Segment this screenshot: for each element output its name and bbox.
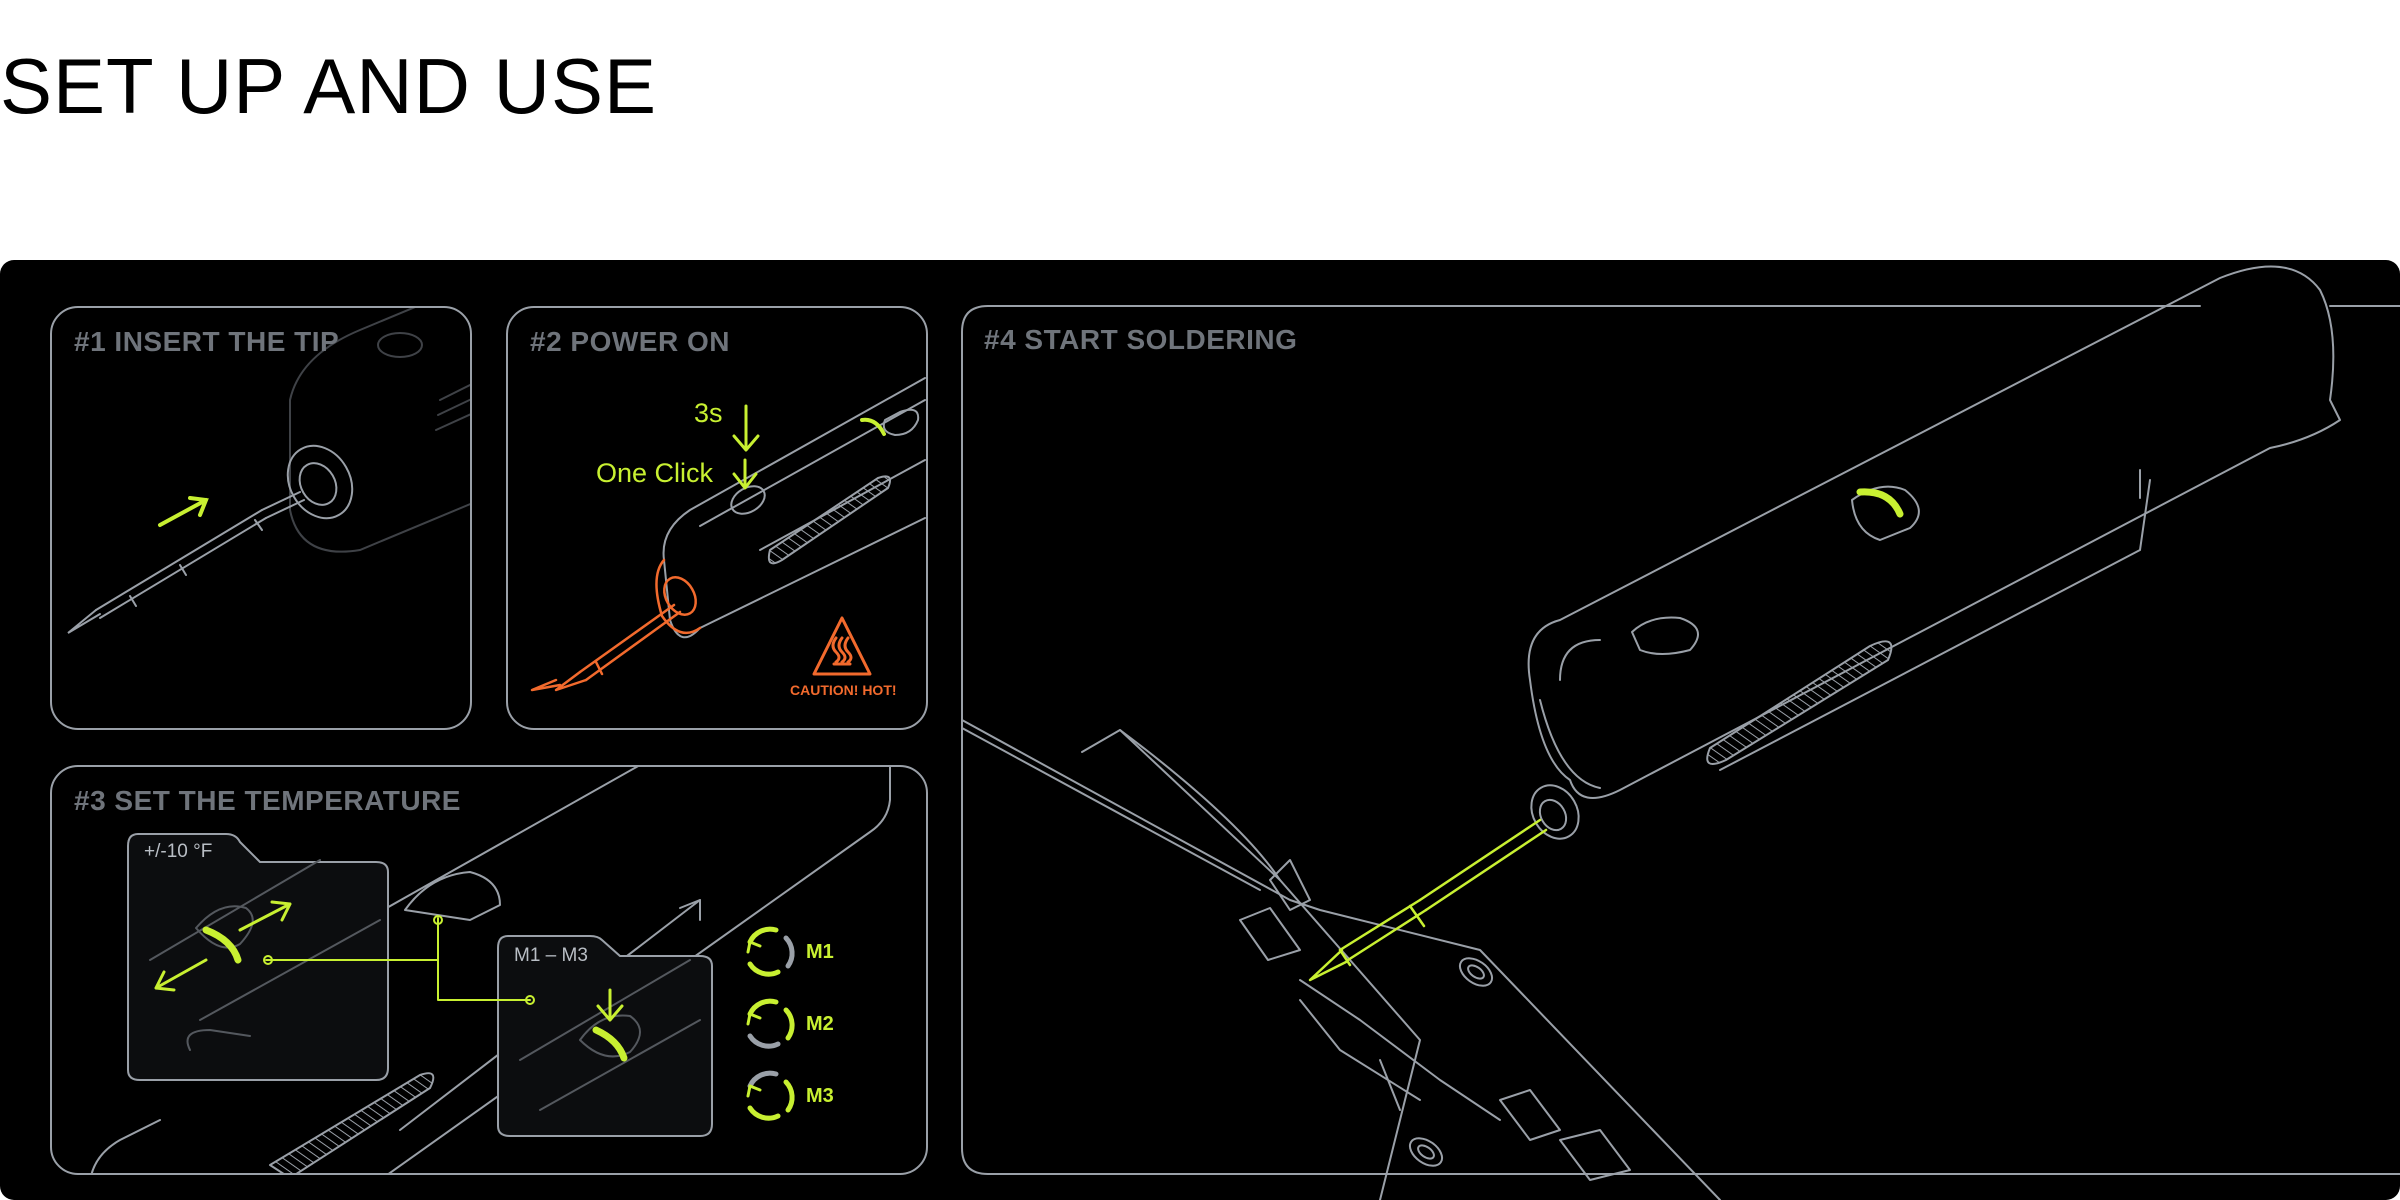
step-1-panel: #1 INSERT THE TIP bbox=[50, 306, 472, 730]
step-3-panel: #3 SET THE TEMPERATURE +/-10 °F M1 – M3 … bbox=[50, 765, 928, 1175]
power-on-drawing bbox=[530, 377, 926, 692]
step-2-title: #2 POWER ON bbox=[530, 326, 730, 357]
temperature-step-label: +/-10 °F bbox=[144, 841, 213, 862]
mode-cycle-icon bbox=[746, 926, 795, 1121]
mode-label-m2: M2 bbox=[806, 1013, 834, 1035]
step-1-title: #1 INSERT THE TIP bbox=[74, 326, 340, 357]
step-zoom-card bbox=[127, 833, 389, 1081]
step-4-panel: #4 START SOLDERING bbox=[962, 306, 2382, 1174]
start-soldering-drawing bbox=[961, 265, 2400, 1200]
step-4-title: #4 START SOLDERING bbox=[984, 324, 1298, 355]
memory-range-label: M1 – M3 bbox=[514, 945, 588, 966]
caution-label: CAUTION! HOT! bbox=[790, 682, 897, 698]
step-2-panel: #2 POWER ON 3s One Click CAUTION! HOT! bbox=[506, 306, 928, 730]
hot-surface-warning-icon bbox=[812, 616, 872, 676]
instructions-illustration: #1 INSERT THE TIP #2 POWER ON 3s One Cli… bbox=[0, 260, 2400, 1200]
set-temperature-drawing bbox=[88, 765, 891, 1175]
hold-duration-label: 3s bbox=[694, 398, 723, 428]
step-3-title: #3 SET THE TEMPERATURE bbox=[74, 785, 461, 816]
click-label: One Click bbox=[596, 458, 714, 488]
mode-label-m3: M3 bbox=[806, 1085, 834, 1107]
insert-tip-drawing bbox=[67, 306, 472, 634]
page-title: SET UP AND USE bbox=[0, 42, 658, 130]
mode-label-m1: M1 bbox=[806, 941, 834, 963]
illustration-drawing bbox=[67, 265, 2400, 1200]
